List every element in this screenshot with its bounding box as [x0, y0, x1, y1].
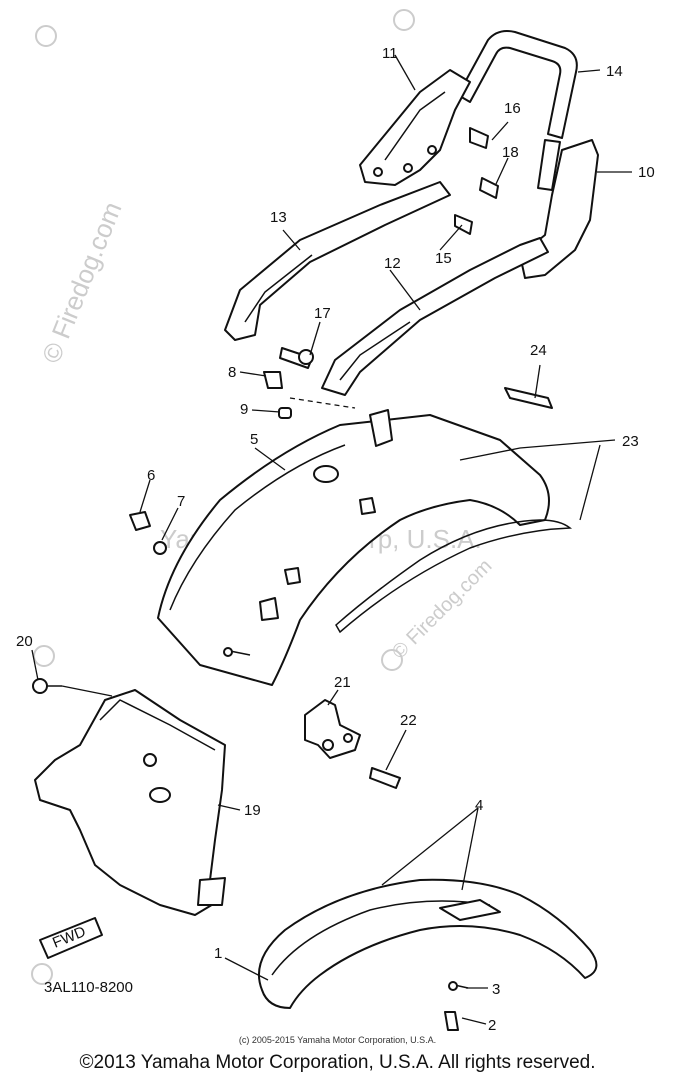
callout-15: 15: [435, 250, 452, 267]
callout-7: 7: [177, 493, 185, 510]
callout-1: 1: [214, 945, 222, 962]
part-5-rear-fender: [157, 409, 550, 686]
leader-lines: [31, 54, 632, 1025]
small-copyright: (c) 2005-2015 Yamaha Motor Corporation, …: [238, 1035, 437, 1045]
collar-9: [278, 407, 292, 419]
callout-24: 24: [530, 342, 547, 359]
callout-19: 19: [244, 802, 261, 819]
part-20-screw: [32, 678, 62, 694]
callout-16: 16: [504, 100, 521, 117]
callout-21: 21: [334, 674, 351, 691]
callout-2: 2: [488, 1017, 496, 1034]
callout-14: 14: [606, 63, 623, 80]
callout-11: 11: [382, 45, 398, 62]
bolt-15: [454, 214, 473, 235]
part-23-strip: [335, 519, 573, 634]
part-1-front-fender: [257, 878, 598, 1009]
callout-17: 17: [314, 305, 331, 322]
fwd-arrow-icon: FWD: [39, 917, 103, 959]
callout-6: 6: [147, 467, 155, 484]
part-11-bracket: [359, 69, 471, 186]
watermark-circle: [31, 963, 53, 985]
callout-8: 8: [228, 364, 236, 381]
part-24-tape: [504, 387, 553, 409]
callout-5: 5: [250, 431, 258, 448]
callout-labels: 11 14 16 18 10 13 15 12 17 24 8 9 23 5 6…: [16, 45, 655, 1034]
watermark-circle: [381, 649, 403, 671]
copyright-notice: ©2013 Yamaha Motor Corporation, U.S.A. A…: [79, 1052, 596, 1073]
watermark-circle: [35, 25, 57, 47]
watermark-circle: [393, 9, 415, 31]
small-fasteners: [263, 371, 292, 419]
callout-4: 4: [475, 797, 483, 814]
part-2-3-fasteners: [444, 981, 469, 1031]
part-6-7-fasteners: [129, 511, 167, 555]
part-12-right-rail: [321, 237, 549, 396]
part-21-bracket: [304, 699, 361, 759]
callout-10: 10: [638, 164, 655, 181]
callout-12: 12: [384, 255, 401, 272]
bolt-18: [479, 177, 499, 199]
callout-3: 3: [492, 981, 500, 998]
part-13-left-rail: [224, 181, 451, 341]
bolt-8: [263, 371, 283, 389]
diagram-code: 3AL110-8200: [44, 979, 133, 996]
callout-18: 18: [502, 144, 519, 161]
callout-13: 13: [270, 209, 287, 226]
callout-22: 22: [400, 712, 417, 729]
callout-20: 20: [16, 633, 33, 650]
watermark-circle: [33, 645, 55, 667]
callout-23: 23: [622, 433, 639, 450]
part-19-inner-fender: [34, 689, 226, 916]
part-14-grab-bar: [457, 30, 578, 191]
bolts-upper: [279, 127, 499, 369]
callout-9: 9: [240, 401, 248, 418]
watermark-vertical: © Firedog.com: [36, 198, 128, 368]
bolt-16: [469, 127, 489, 149]
part-22-bolt: [369, 767, 401, 789]
